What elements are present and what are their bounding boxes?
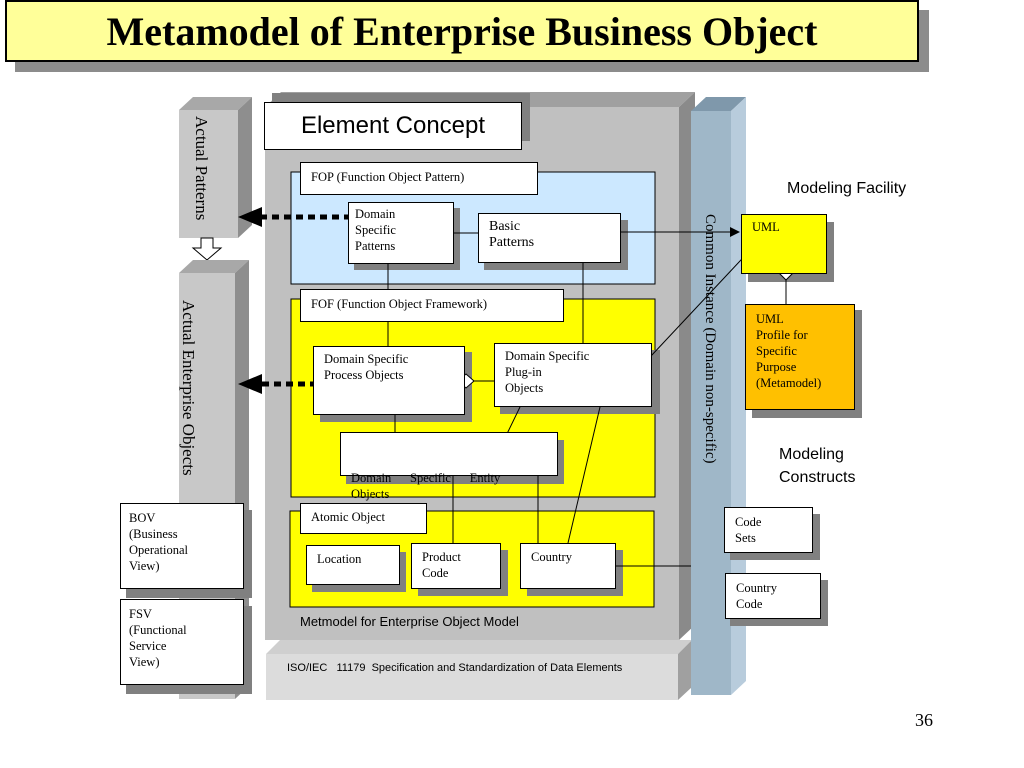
uml-box: UML — [741, 214, 827, 274]
common-instance-label: Common Instance (Domain non-specific) — [702, 214, 718, 464]
country-box: Country — [520, 543, 616, 589]
modeling-facility-label: Modeling Facility — [787, 180, 907, 197]
metamodel-caption: Metmodel for Enterprise Object Model — [300, 614, 519, 629]
fof-label: FOF (Function Object Framework) — [300, 289, 564, 322]
location-box: Location — [306, 545, 400, 585]
element-concept-label: Element Concept — [264, 102, 522, 150]
slide-title: Metamodel of Enterprise Business Object — [5, 0, 919, 62]
fop-label: FOP (Function Object Pattern) — [300, 162, 538, 195]
atomic-object-label: Atomic Object — [300, 503, 427, 534]
iso-caption: ISO/IEC 11179 Specification and Standard… — [287, 662, 623, 674]
actual-patterns-label: Actual Patterns — [192, 116, 211, 221]
actual-enterprise-objects-label: Actual Enterprise Objects — [179, 300, 198, 476]
slide-number: 36 — [915, 710, 933, 730]
